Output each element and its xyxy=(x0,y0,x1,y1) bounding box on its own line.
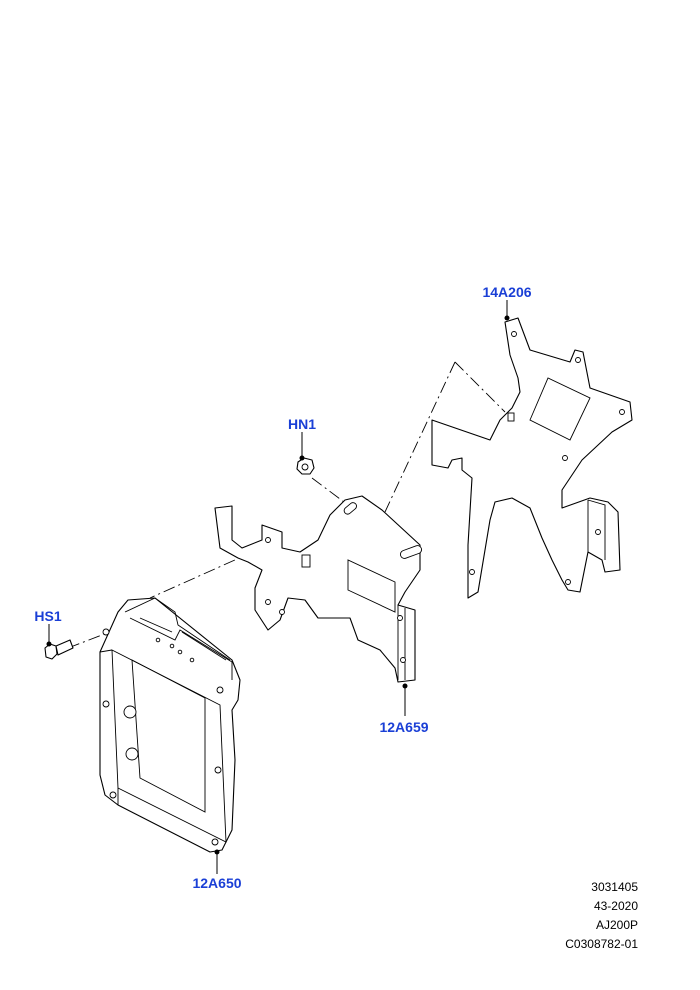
callout-hn1: HN1 xyxy=(288,416,316,432)
bracket-14a206 xyxy=(431,317,633,599)
reference-line: 3031405 xyxy=(591,880,638,894)
reference-line: 43-2020 xyxy=(593,899,638,913)
reference-block: 3031405 43-2020 AJ200P C0308782-01 xyxy=(565,878,638,954)
module-12a650 xyxy=(99,597,241,853)
callout-14a206: 14A206 xyxy=(482,284,531,300)
callout-12a650: 12A650 xyxy=(192,875,241,891)
callout-12a659: 12A659 xyxy=(379,719,428,735)
bracket-12a659 xyxy=(214,495,423,683)
reference-line: AJ200P xyxy=(595,918,638,932)
callout-leaders xyxy=(46,300,510,874)
nut-hn1 xyxy=(296,457,315,475)
reference-line: C0308782-01 xyxy=(565,937,638,951)
callout-hs1: HS1 xyxy=(34,608,61,624)
